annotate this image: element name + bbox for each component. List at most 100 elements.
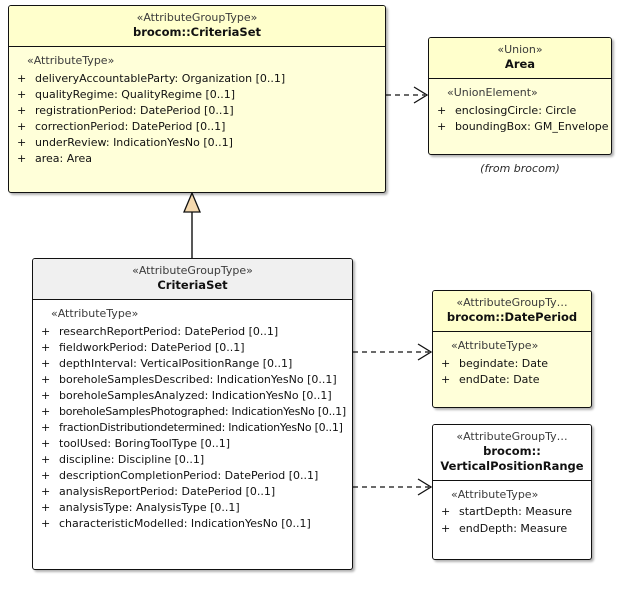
attribute-signature: discipline: Discipline [0..1]: [59, 453, 205, 467]
attribute-row: + startDepth: Measure: [441, 504, 587, 520]
visibility-marker: +: [41, 421, 51, 435]
class-name: CriteriaSet: [157, 278, 228, 293]
visibility-marker: +: [441, 521, 451, 535]
class-box-verticalpositionrange[interactable]: «AttributeGroupTy… brocom:: VerticalPosi…: [432, 424, 592, 560]
attribute-row: + depthInterval: VerticalPositionRange […: [41, 356, 348, 372]
attribute-group-stereotype: «UnionElement»: [447, 85, 538, 99]
attribute-row: + enclosingCircle: Circle: [437, 103, 607, 119]
class-attributes-verticalpositionrange: «AttributeType» + startDepth: Measure + …: [433, 480, 591, 543]
class-stereotype: «AttributeGroupType»: [136, 11, 258, 24]
attribute-signature: enclosingCircle: Circle: [455, 103, 577, 117]
attribute-row: + discipline: Discipline [0..1]: [41, 452, 348, 468]
class-stereotype: «AttributeGroupTy…: [456, 430, 568, 443]
attribute-row: + descriptionCompletionPeriod: DatePerio…: [41, 468, 348, 484]
class-name: Area: [504, 57, 536, 72]
visibility-marker: +: [17, 135, 27, 149]
attribute-signature: boreholeSamplesPhotographed: IndicationY…: [59, 404, 346, 418]
attribute-signature: begindate: Date: [459, 356, 549, 370]
open-arrowhead: [413, 86, 429, 104]
attribute-row: + qualityRegime: QualityRegime [0..1]: [17, 87, 381, 103]
attribute-signature: startDepth: Measure: [459, 505, 573, 519]
attribute-row: + analysisReportPeriod: DatePeriod [0..1…: [41, 484, 348, 500]
visibility-marker: +: [41, 485, 51, 499]
class-header-criteriaset: «AttributeGroupType» CriteriaSet: [33, 259, 352, 300]
class-header-area: «Union» Area: [429, 38, 611, 79]
attribute-signature: characteristicModelled: IndicationYesNo …: [59, 517, 311, 531]
attribute-signature: boreholeSamplesAnalyzed: IndicationYesNo…: [59, 388, 332, 402]
class-header-dateperiod: «AttributeGroupTy… brocom::DatePeriod: [433, 291, 591, 332]
attribute-group-stereotype: «AttributeType»: [27, 53, 115, 67]
class-attributes-criteriaset: «AttributeType» + researchReportPeriod: …: [33, 299, 352, 539]
visibility-marker: +: [41, 469, 51, 483]
attribute-signature: analysisType: AnalysisType [0..1]: [59, 501, 240, 515]
visibility-marker: +: [41, 517, 51, 531]
attribute-signature: area: Area: [35, 151, 93, 165]
attribute-signature: depthInterval: VerticalPositionRange [0.…: [59, 356, 293, 370]
generalization-triangle: [183, 191, 201, 213]
visibility-marker: +: [41, 404, 51, 418]
attribute-row: + researchReportPeriod: DatePeriod [0..1…: [41, 324, 348, 340]
attribute-signature: endDepth: Measure: [459, 521, 568, 535]
visibility-marker: +: [41, 437, 51, 451]
visibility-marker: +: [41, 388, 51, 402]
attribute-signature: endDate: Date: [459, 372, 540, 386]
visibility-marker: +: [41, 340, 51, 354]
class-stereotype: «AttributeGroupTy…: [456, 296, 568, 309]
attribute-row: + fieldworkPeriod: DatePeriod [0..1]: [41, 340, 348, 356]
class-stereotype: «Union»: [497, 43, 543, 56]
class-box-area[interactable]: «Union» Area «UnionElement» + enclosingC…: [428, 37, 612, 155]
attribute-row: + fractionDistributiondetermined: Indica…: [41, 420, 348, 436]
visibility-marker: +: [17, 119, 27, 133]
attribute-row: + boundingBox: GM_Envelope: [437, 119, 609, 135]
attribute-row: + boreholeSamplesPhotographed: Indicatio…: [41, 404, 348, 420]
attribute-row: + characteristicModelled: IndicationYesN…: [41, 516, 348, 532]
class-name-line-1: brocom::: [483, 444, 541, 459]
visibility-marker: +: [441, 505, 451, 519]
attribute-signature: correctionPeriod: DatePeriod [0..1]: [35, 119, 226, 133]
visibility-marker: +: [437, 103, 447, 117]
attribute-signature: fieldworkPeriod: DatePeriod [0..1]: [59, 340, 245, 354]
class-attributes-brocom-criteriaset: «AttributeType» + deliveryAccountablePar…: [9, 46, 385, 174]
class-box-criteriaset[interactable]: «AttributeGroupType» CriteriaSet «Attrib…: [32, 258, 353, 570]
class-stereotype: «AttributeGroupType»: [132, 264, 253, 277]
attribute-group-stereotype: «AttributeType»: [451, 487, 539, 501]
visibility-marker: +: [41, 324, 51, 338]
visibility-marker: +: [441, 372, 451, 386]
class-header-brocom-criteriaset: «AttributeGroupType» brocom::CriteriaSet: [9, 6, 385, 47]
open-arrowhead: [417, 478, 433, 496]
class-attributes-area: «UnionElement» + enclosingCircle: Circle…: [429, 78, 611, 141]
visibility-marker: +: [17, 87, 27, 101]
attribute-row: + endDepth: Measure: [441, 521, 587, 537]
attribute-row: + endDate: Date: [441, 372, 587, 388]
attribute-row: + deliveryAccountableParty: Organization…: [17, 71, 381, 87]
attribute-signature: analysisReportPeriod: DatePeriod [0..1]: [59, 485, 276, 499]
attribute-group-stereotype: «AttributeType»: [51, 306, 139, 320]
class-name: brocom::DatePeriod: [446, 310, 578, 325]
attribute-signature: toolUsed: BoringToolType [0..1]: [59, 437, 231, 451]
attribute-signature: fractionDistributiondetermined: Indicati…: [59, 421, 343, 435]
attribute-group-stereotype: «AttributeType»: [451, 338, 539, 352]
dependency-criteriaset-to-dateperiod: [353, 343, 433, 361]
attribute-row: + analysisType: AnalysisType [0..1]: [41, 500, 348, 516]
attribute-row: + correctionPeriod: DatePeriod [0..1]: [17, 119, 381, 135]
attribute-signature: researchReportPeriod: DatePeriod [0..1]: [59, 324, 279, 338]
visibility-marker: +: [17, 151, 27, 165]
class-box-brocom-criteriaset[interactable]: «AttributeGroupType» brocom::CriteriaSet…: [8, 5, 386, 193]
class-caption-area: (from brocom): [480, 162, 560, 175]
visibility-marker: +: [17, 103, 27, 117]
attribute-row: + toolUsed: BoringToolType [0..1]: [41, 436, 348, 452]
attribute-signature: deliveryAccountableParty: Organization […: [35, 71, 286, 85]
class-box-dateperiod[interactable]: «AttributeGroupTy… brocom::DatePeriod «A…: [432, 290, 592, 408]
class-attributes-dateperiod: «AttributeType» + begindate: Date + endD…: [433, 331, 591, 394]
attribute-row: + begindate: Date: [441, 356, 587, 372]
visibility-marker: +: [41, 501, 51, 515]
generalization-criteriaset-to-brocom-criteriaset: [183, 191, 201, 258]
visibility-marker: +: [17, 71, 27, 85]
attribute-row: + area: Area: [17, 151, 381, 167]
attribute-signature: qualityRegime: QualityRegime [0..1]: [35, 87, 236, 101]
visibility-marker: +: [41, 372, 51, 386]
attribute-signature: boundingBox: GM_Envelope: [455, 119, 609, 133]
attribute-signature: descriptionCompletionPeriod: DatePeriod …: [59, 469, 319, 483]
visibility-marker: +: [437, 119, 447, 133]
